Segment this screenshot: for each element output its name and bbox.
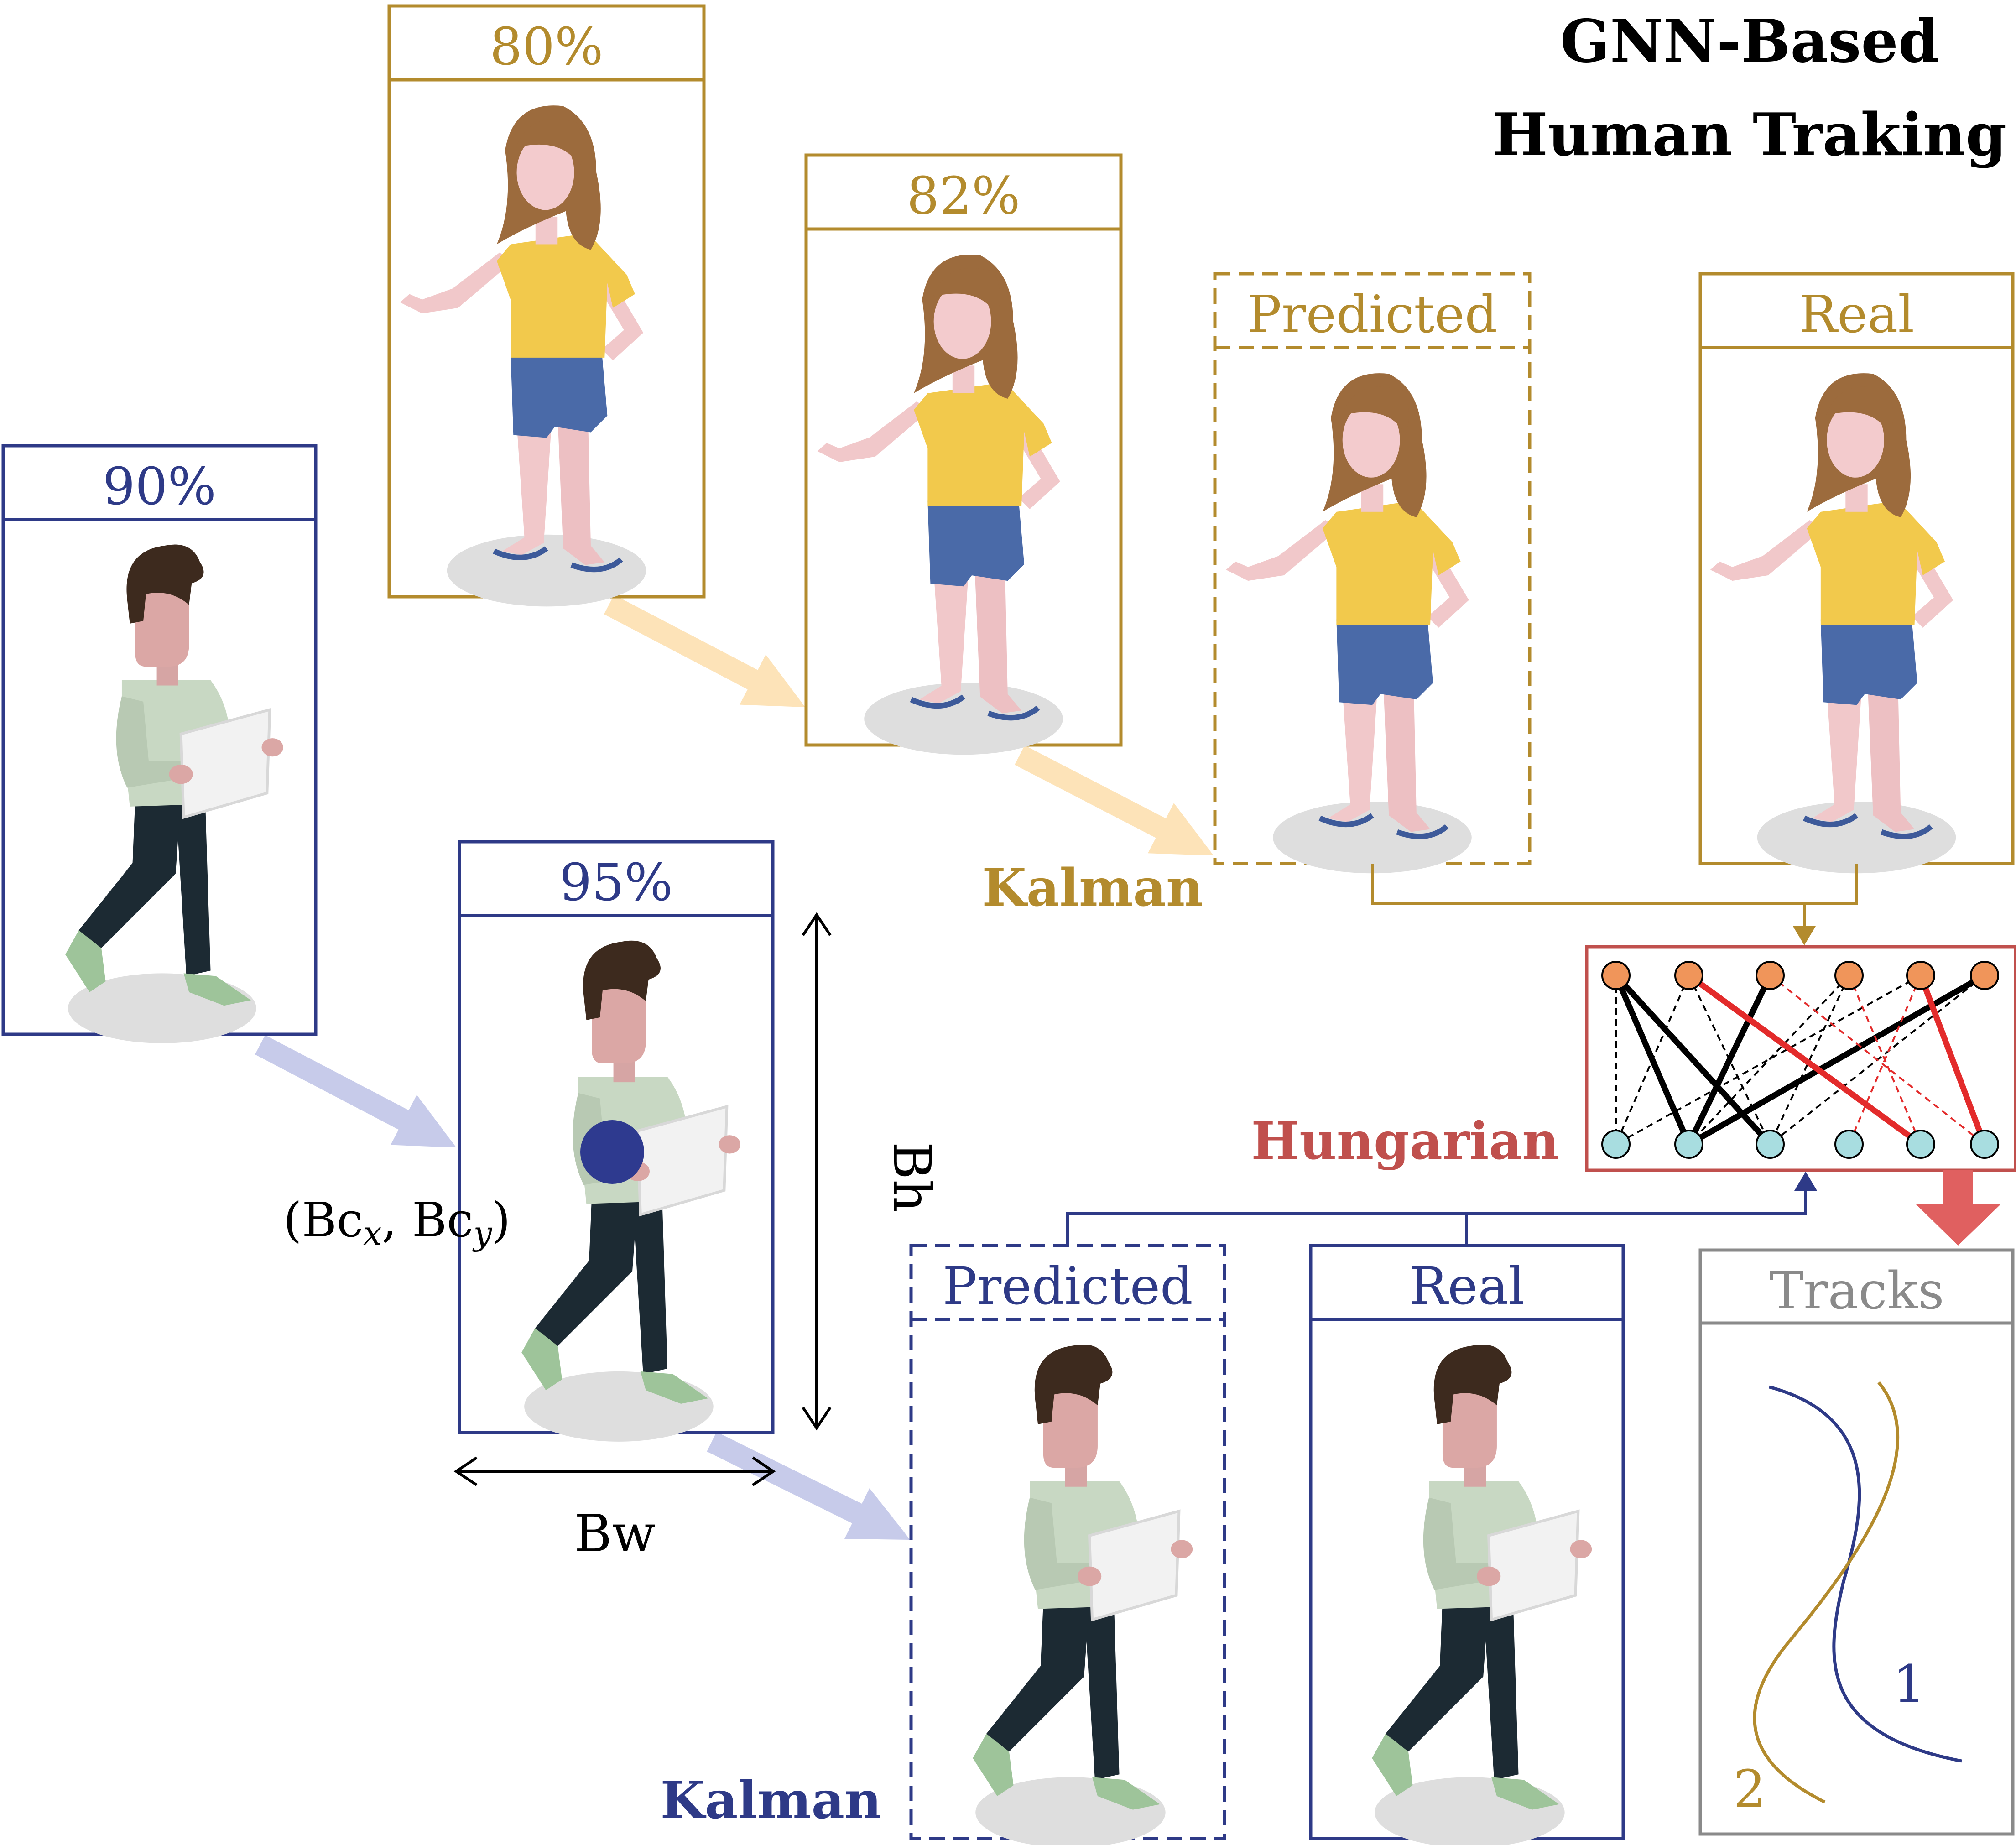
box-center-label: (Bcx, Bcy) — [283, 1192, 511, 1252]
box-label: Real — [1799, 285, 1914, 344]
hungarian-label: Hungarian — [1251, 1111, 1559, 1171]
graph-node-bottom — [1674, 1130, 1703, 1159]
hungarian-to-tracks-arrow — [1916, 1170, 2000, 1246]
graph-edge — [1687, 973, 1922, 1147]
connector-woman-arrowhead — [1793, 926, 1816, 945]
graph-node-bottom — [1756, 1130, 1785, 1159]
flow-arrow-82-to-predicted — [1014, 745, 1214, 855]
tracks-title: Tracks — [1769, 1261, 1944, 1321]
track-label-2: 2 — [1733, 1760, 1766, 1819]
box-connectors — [1066, 864, 1858, 1246]
woman-box-3: Predicted — [1213, 272, 1532, 873]
graph-node-top — [1756, 961, 1785, 990]
center-prefix: (Bc — [283, 1192, 363, 1248]
woman-box-2: 82% — [804, 153, 1123, 755]
man-box-4: Real — [1309, 1244, 1625, 1845]
track-line-2 — [1753, 1381, 1899, 1804]
graph-node-bottom — [1906, 1130, 1935, 1159]
flow-arrow-90-to-95 — [255, 1035, 456, 1147]
box-label: 90% — [103, 457, 216, 516]
box-width-arrow — [453, 1456, 776, 1486]
box-label: 95% — [559, 853, 673, 912]
graph-node-bottom — [1970, 1130, 1999, 1159]
tracks-panel: Tracks 1 2 — [1698, 1248, 2015, 1836]
box-label: Predicted — [943, 1257, 1193, 1316]
graph-edge — [1614, 973, 1772, 1147]
bw-label: Bw — [574, 1504, 656, 1564]
graph-node-bottom — [1601, 1130, 1631, 1159]
man-box-1: 90% — [1, 444, 318, 1043]
center-suffix: ) — [492, 1192, 511, 1248]
title-line-2: Human Traking — [1493, 101, 2006, 169]
graph-edge — [1615, 975, 1690, 1145]
kalman-label-top: Kalman — [982, 858, 1203, 918]
bipartite-matching-graph — [1601, 961, 1999, 1159]
graph-node-top — [1834, 961, 1864, 990]
woman-box-1: 80% — [387, 4, 706, 606]
graph-node-top — [1601, 961, 1631, 990]
man-box-3: Predicted — [909, 1244, 1226, 1845]
graph-node-bottom — [1834, 1130, 1864, 1159]
graph-edge — [1688, 975, 1850, 1145]
graph-node-top — [1970, 961, 1999, 990]
flow-arrow-95-to-predicted — [707, 1432, 910, 1540]
graph-edge — [1687, 973, 1986, 1147]
flow-arrow-80-to-82 — [604, 594, 805, 707]
graph-node-top — [1906, 961, 1935, 990]
box-label: 80% — [490, 17, 604, 77]
center-mid: , Bc — [382, 1192, 474, 1248]
woman-box-4: Real — [1698, 272, 2015, 873]
track-label-1: 1 — [1893, 1655, 1925, 1714]
box-label: 82% — [907, 167, 1021, 226]
box-height-arrow — [802, 912, 832, 1431]
flow-arrows — [255, 594, 1214, 1540]
box-label: Predicted — [1247, 285, 1497, 344]
track-line-1 — [1769, 1385, 1962, 1763]
graph-edge — [1769, 975, 1985, 1145]
connector-man-arrowhead — [1794, 1172, 1817, 1191]
graph-edge — [1615, 975, 1921, 1145]
graph-edge — [1848, 975, 1922, 1145]
box-label: Real — [1409, 1257, 1525, 1316]
graph-node-top — [1674, 961, 1703, 990]
graph-edge — [1688, 975, 1771, 1145]
connector-woman-predicted-real — [1371, 864, 1858, 905]
box-center-point — [580, 1120, 644, 1184]
center-sub-x: x — [363, 1214, 382, 1252]
kalman-label-bottom: Kalman — [661, 1771, 882, 1830]
center-sub-y: y — [472, 1214, 493, 1252]
connector-man-predicted — [1066, 1186, 1807, 1246]
graph-edge — [1917, 974, 1988, 1146]
bh-label: Bh — [882, 1142, 941, 1212]
title-line-1: GNN-Based — [1560, 7, 1939, 76]
